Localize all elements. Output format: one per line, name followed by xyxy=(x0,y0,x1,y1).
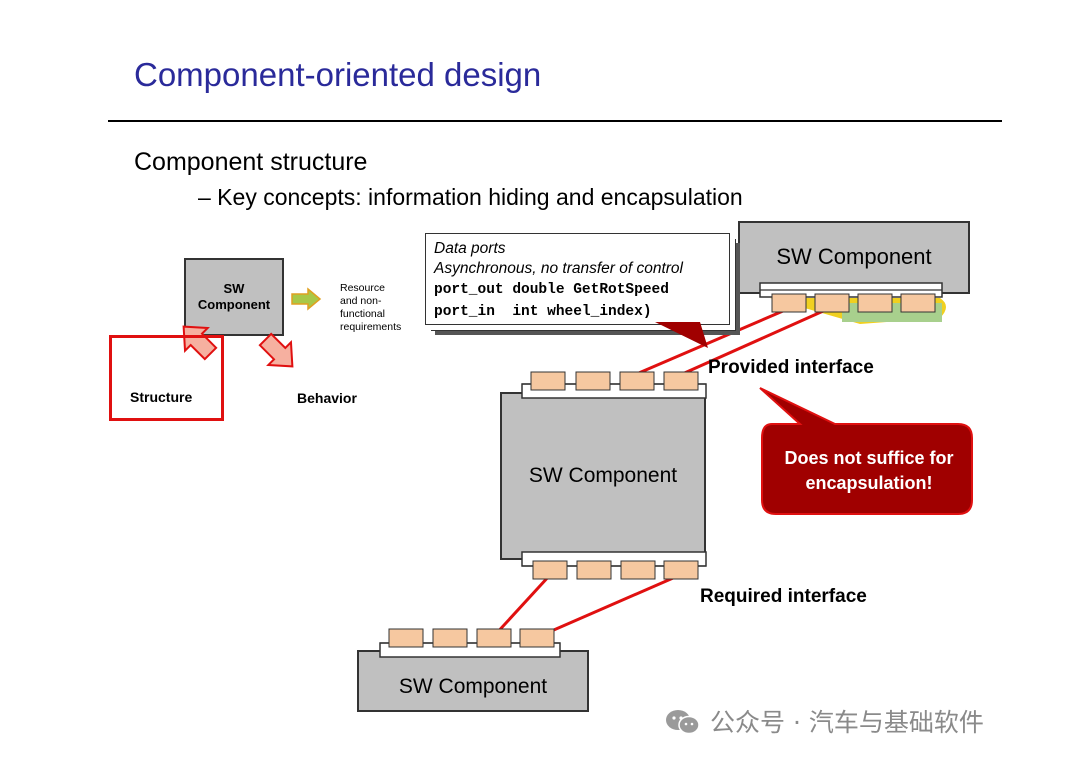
structure-arrow-icon xyxy=(182,325,218,361)
provided-port-strip xyxy=(521,371,707,399)
bottom-port-strip xyxy=(379,628,561,658)
data-ports-line-4: port_in int wheel_index) xyxy=(434,304,652,320)
port xyxy=(620,560,656,580)
slide-title: Component-oriented design xyxy=(134,56,542,93)
port xyxy=(388,628,424,648)
callout-text: Does not suffice for encapsulation! xyxy=(784,448,954,493)
small-right-arrow-icon xyxy=(291,287,322,311)
connector-line-1 xyxy=(633,306,791,377)
port xyxy=(619,371,655,391)
port xyxy=(476,628,512,648)
structure-label: Structure xyxy=(130,389,193,405)
subheading: – Key concepts: information hiding and e… xyxy=(198,184,743,210)
middle-sw-component: SW Component xyxy=(500,392,706,560)
port xyxy=(814,293,850,313)
provided-interface-label: Provided interface xyxy=(708,357,874,378)
middle-sw-component-label: SW Component xyxy=(528,464,678,487)
wechat-icon xyxy=(666,710,700,735)
port xyxy=(519,628,555,648)
data-ports-line-2: Asynchronous, no transfer of control xyxy=(434,260,683,277)
connector-line-4 xyxy=(539,573,681,638)
top-port-strip xyxy=(759,282,943,313)
connector-line-3 xyxy=(492,573,552,638)
port xyxy=(857,293,893,313)
structure-highlight-box xyxy=(109,335,224,421)
port xyxy=(771,293,807,313)
port xyxy=(576,560,612,580)
data-ports-line-1: Data ports xyxy=(434,240,506,257)
connector-line-2 xyxy=(679,306,831,377)
data-ports-pointer xyxy=(655,322,708,348)
required-interface-label: Required interface xyxy=(700,586,867,607)
behavior-label: Behavior xyxy=(297,390,357,406)
port xyxy=(900,293,936,313)
data-ports-box: Data ports Asynchronous, no transfer of … xyxy=(425,233,730,325)
top-sw-component: SW Component xyxy=(738,221,970,294)
small-sw-component-label: SW Component xyxy=(197,281,271,312)
watermark-text: 公众号 · 汽车与基础软件 xyxy=(710,708,984,737)
port xyxy=(663,371,699,391)
port xyxy=(663,560,699,580)
bottom-sw-component-label: SW Component xyxy=(398,675,548,698)
port xyxy=(432,628,468,648)
port xyxy=(530,371,566,391)
data-ports-line-3: port_out double GetRotSpeed xyxy=(434,282,669,298)
required-port-strip xyxy=(521,551,707,580)
port xyxy=(532,560,568,580)
encapsulation-callout xyxy=(759,387,973,515)
heading: Component structure xyxy=(134,148,368,176)
small-sw-component: SW Component xyxy=(184,258,284,336)
port xyxy=(575,371,611,391)
behavior-arrow-icon xyxy=(258,332,294,368)
top-sw-component-label: SW Component xyxy=(776,244,932,269)
title-divider xyxy=(108,120,1002,122)
resource-note: Resource and non- functional requirement… xyxy=(340,282,402,333)
